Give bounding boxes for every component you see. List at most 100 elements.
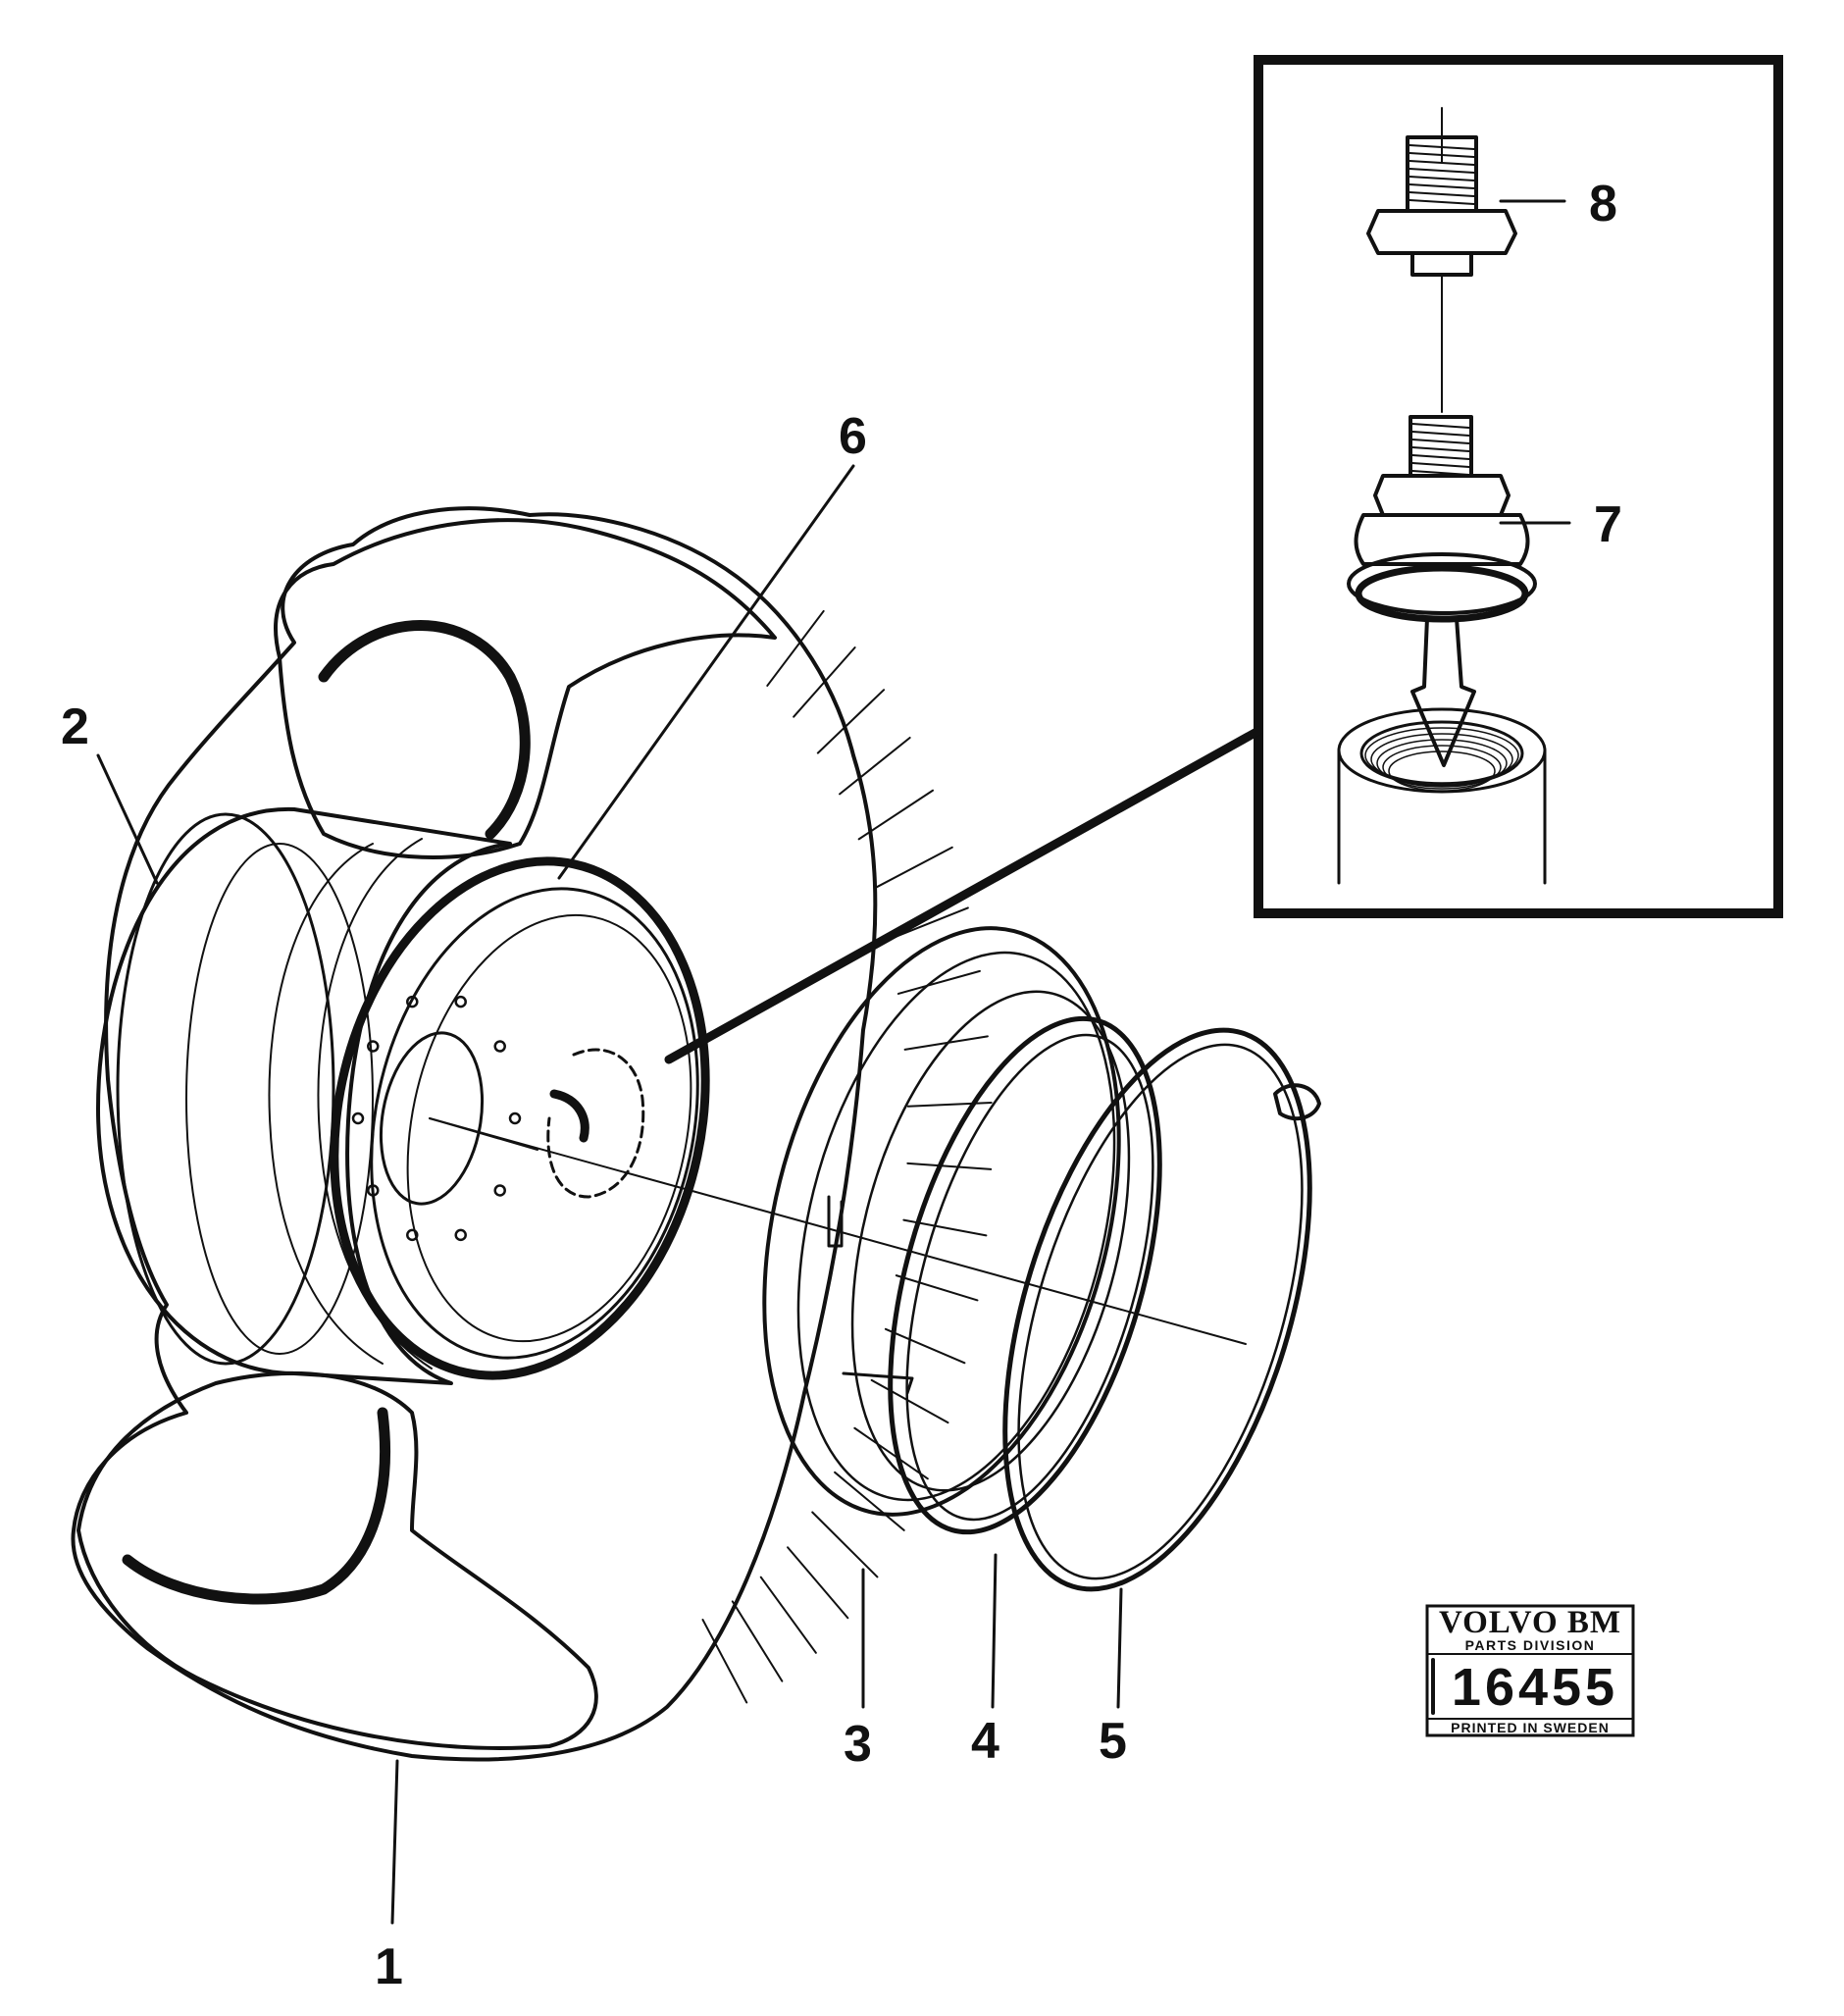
rim-rings <box>762 926 1321 1592</box>
callout-3: 3 <box>844 1716 872 1773</box>
stamp-footer: PRINTED IN SWEDEN <box>1451 1720 1610 1735</box>
tread-groove <box>906 1162 993 1170</box>
stamp-frame <box>1425 1604 1635 1737</box>
o-ring <box>1002 1027 1321 1592</box>
tread-groove <box>857 789 934 841</box>
tread-groove <box>766 609 825 687</box>
assembly-axis-line <box>429 1117 1247 1345</box>
thread-line <box>1411 470 1470 476</box>
callout-4: 4 <box>971 1713 999 1770</box>
callout-1: 1 <box>375 1938 403 1995</box>
assembly-axis-left <box>429 1117 538 1151</box>
tire-upper-section <box>274 518 777 859</box>
tire-lower-section <box>77 1371 598 1750</box>
lock-ring <box>888 1015 1162 1535</box>
tread-groove <box>816 689 886 754</box>
rim-barrel <box>96 806 512 1385</box>
stamp-division: PARTS DIVISION <box>1465 1637 1596 1653</box>
callout-8: 8 <box>1589 176 1617 233</box>
stamp-brand: VOLVO BM <box>1439 1605 1621 1640</box>
tread-groove <box>787 1546 849 1620</box>
bolt-hole <box>406 1228 419 1242</box>
tread-groove <box>834 1471 905 1531</box>
tread-groove <box>906 1101 993 1108</box>
thread-line <box>1376 739 1508 788</box>
bolt-hole <box>406 995 419 1008</box>
leader-lines <box>96 199 1571 1925</box>
rim-face-dish <box>406 913 692 1343</box>
threaded-socket <box>1337 707 1547 885</box>
thread-line <box>1364 727 1519 784</box>
valve-insert <box>1366 107 1517 277</box>
tread-groove <box>811 1511 879 1578</box>
thread-line <box>1388 750 1496 792</box>
bolt-hole <box>454 995 467 1008</box>
valve-base-thread <box>1411 423 1470 476</box>
rim-valve-boss <box>546 1048 645 1199</box>
tread-groove <box>701 1619 748 1704</box>
leader-6 <box>557 464 855 880</box>
thread-line <box>1409 183 1475 189</box>
bolt-hole <box>508 1111 522 1125</box>
tread-groove <box>884 1327 966 1365</box>
callout-7: 7 <box>1594 496 1622 553</box>
thread-line <box>1370 733 1513 786</box>
tread-groove <box>870 1378 949 1424</box>
bolt-hole <box>351 1111 365 1125</box>
thread-line <box>1409 176 1475 181</box>
tread-groove <box>759 1576 817 1654</box>
rim-center-hole <box>379 1031 485 1206</box>
rim-bolt-holes <box>351 995 522 1242</box>
bolt-hole <box>367 1184 380 1197</box>
thread-line <box>1409 191 1475 197</box>
bead-seat-band <box>762 926 1131 1517</box>
tire-tread-grooves <box>701 609 993 1704</box>
valve-insert-thread <box>1409 144 1475 205</box>
thread-line <box>1411 454 1470 460</box>
leader-4 <box>991 1553 998 1709</box>
thread-line <box>1409 152 1475 158</box>
bolt-hole <box>454 1228 467 1242</box>
rim-barrel-inner-flange <box>116 812 335 1366</box>
rim-valve-hole <box>549 1089 589 1143</box>
thread-line <box>1411 431 1470 437</box>
tread-groove <box>874 846 953 890</box>
bolt-hole <box>367 1040 380 1053</box>
bolt-hole <box>493 1040 506 1053</box>
stamp-number: 16455 <box>1452 1658 1618 1717</box>
leader-1 <box>390 1759 399 1925</box>
rim-barrel-ridge-1 <box>268 843 384 1365</box>
callout-5: 5 <box>1099 1713 1127 1770</box>
leader-5 <box>1116 1587 1123 1709</box>
rim-face-lip <box>370 887 699 1360</box>
thread-line <box>1411 446 1470 452</box>
thread-line <box>1411 462 1470 468</box>
tire <box>71 506 993 1762</box>
tread-groove <box>896 969 981 995</box>
tire-outline <box>71 506 878 1762</box>
tread-groove <box>895 1274 979 1302</box>
rim-barrel-groove <box>185 843 374 1355</box>
callout-6: 6 <box>839 408 867 465</box>
parts-stamp: VOLVO BM PARTS DIVISION 16455 PRINTED IN… <box>1425 1604 1635 1737</box>
tread-groove <box>839 736 911 796</box>
thread-line <box>1409 199 1475 205</box>
tread-groove <box>731 1600 784 1682</box>
thread-line <box>1409 160 1475 166</box>
callout-2: 2 <box>61 698 89 755</box>
thread-line <box>1409 144 1475 150</box>
inset-leader <box>664 726 1263 1064</box>
wheel-rim <box>96 806 1247 1385</box>
tread-groove <box>853 1426 929 1480</box>
callout-numbers: 1 2 3 4 5 6 7 8 <box>61 176 1622 1995</box>
rim-face-bead <box>330 856 710 1380</box>
thread-line <box>1411 439 1470 444</box>
tread-groove <box>793 646 856 718</box>
inset-frame <box>1254 55 1783 918</box>
socket-thread <box>1364 727 1519 792</box>
thread-line <box>1382 745 1502 790</box>
thread-line <box>1411 423 1470 429</box>
thread-line <box>1409 168 1475 174</box>
bolt-hole <box>493 1184 506 1197</box>
